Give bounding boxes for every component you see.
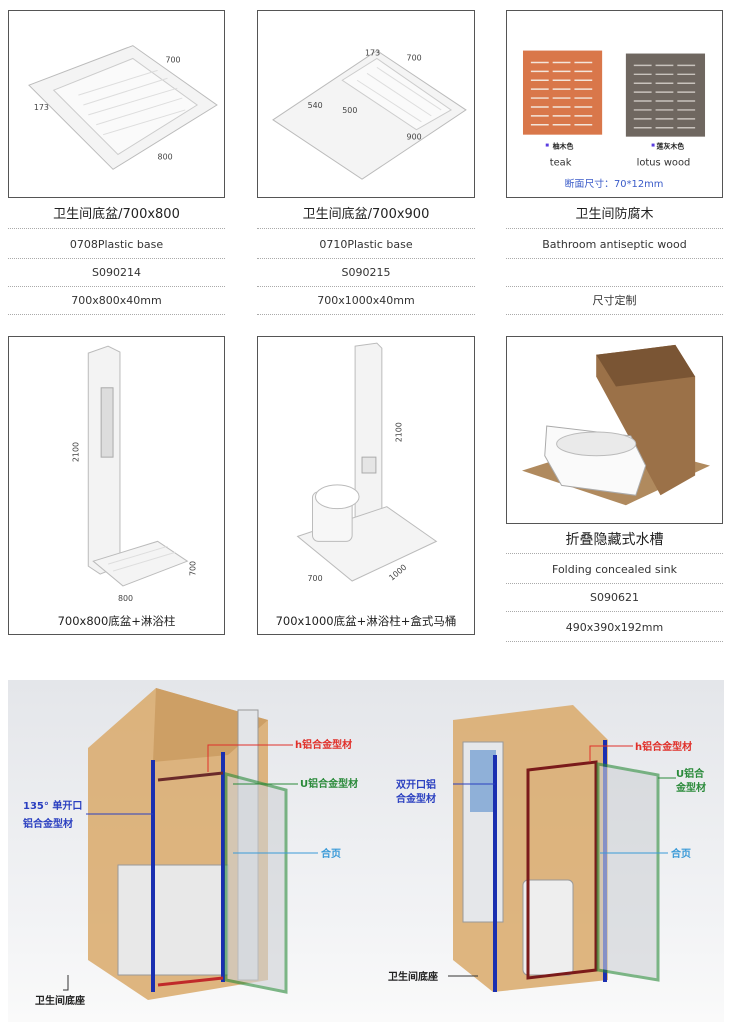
product-caption: 700x800底盆+淋浴柱 xyxy=(57,614,176,628)
hinge-label: 合页 xyxy=(320,847,341,860)
dim-label: 900 xyxy=(407,133,422,142)
swatch-cn-label: 莲灰木色 xyxy=(657,142,685,151)
u-profile-label: U铝合 xyxy=(676,767,705,780)
teak-swatch xyxy=(522,50,603,135)
dim-label: 2100 xyxy=(71,442,80,462)
dim-label: 1000 xyxy=(387,563,408,583)
dim-label: 800 xyxy=(118,594,133,603)
product-image-antiseptic-wood: 柚木色 莲灰木色 teak lotus wood 断面尺寸：70*12mm xyxy=(506,10,723,198)
product-size: 700x800x40mm xyxy=(8,287,225,315)
product-code: S090214 xyxy=(8,259,225,287)
product-image-folding-sink xyxy=(506,336,723,524)
u-profile-label: 金型材 xyxy=(675,781,706,794)
product-card-shower-column-700x800: 2100 700 800 700x800底盆+淋浴柱 xyxy=(8,336,225,635)
u-profile-label: U铝合金型材 xyxy=(300,777,358,790)
single-opening-label: 135° 单开口 xyxy=(23,799,82,812)
product-size: 尺寸定制 xyxy=(506,287,723,315)
h-profile-label: h铝合金型材 xyxy=(295,738,352,751)
product-code: S090621 xyxy=(506,584,723,612)
dim-label: 800 xyxy=(158,152,173,161)
cabin-structure-diagrams: h铝合金型材 U铝合金型材 135° 单开口 铝合金型材 合页 卫生间底座 h铝… xyxy=(8,680,724,1022)
swatch-cn-label: 柚木色 xyxy=(553,142,574,151)
product-name-en: 0710Plastic base xyxy=(257,231,475,259)
double-opening-label: 双开口铝 xyxy=(396,778,436,791)
product-code xyxy=(506,259,723,287)
swatch-en-label: teak xyxy=(550,157,572,168)
product-card-shower-toilet-700x1000: 2100 700 1000 700x1000底盆+淋浴柱+盒式马桶 xyxy=(257,336,475,635)
section-size: 断面尺寸：70*12mm xyxy=(565,177,664,190)
base-label: 卫生间底座 xyxy=(35,994,85,1007)
product-title: 卫生间底盆/700x800 xyxy=(8,201,225,229)
single-opening-cabin: h铝合金型材 U铝合金型材 135° 单开口 铝合金型材 合页 卫生间底座 xyxy=(23,688,358,1007)
dim-label: 700 xyxy=(407,53,422,62)
single-opening-label: 铝合金型材 xyxy=(23,817,73,830)
dim-label: 540 xyxy=(308,101,323,110)
product-title: 卫生间底盆/700x900 xyxy=(257,201,475,229)
lotus-wood-swatch xyxy=(625,53,706,137)
product-caption: 700x1000底盆+淋浴柱+盒式马桶 xyxy=(275,614,457,628)
dim-label: 173 xyxy=(34,103,49,112)
product-name-en: Folding concealed sink xyxy=(506,556,723,584)
swatch-en-label: lotus wood xyxy=(637,157,691,168)
product-code: S090215 xyxy=(257,259,475,287)
h-profile-label: h铝合金型材 xyxy=(635,740,692,753)
hinge-label: 合页 xyxy=(670,847,691,860)
dim-label: 2100 xyxy=(395,422,404,442)
product-title: 折叠隐藏式水槽 xyxy=(506,526,723,554)
product-size: 700x1000x40mm xyxy=(257,287,475,315)
dim-label: 500 xyxy=(342,106,357,115)
product-size: 490x390x192mm xyxy=(506,614,723,642)
double-opening-label: 合金型材 xyxy=(395,792,436,805)
double-opening-cabin: h铝合金型材 U铝合 金型材 双开口铝 合金型材 合页 卫生间底座 xyxy=(388,705,706,992)
dim-label: 700 xyxy=(308,574,323,583)
product-title: 卫生间防腐木 xyxy=(506,201,723,229)
base-label: 卫生间底座 xyxy=(388,970,438,983)
dim-label: 173 xyxy=(365,49,380,58)
dim-label: 700 xyxy=(188,561,197,576)
product-name-en: Bathroom antiseptic wood xyxy=(506,231,723,259)
product-image-base-700x800: 700 800 173 xyxy=(8,10,225,198)
product-name-en: 0708Plastic base xyxy=(8,231,225,259)
product-image-base-700x900: 700 173 540 500 900 xyxy=(257,10,475,198)
dim-label: 700 xyxy=(165,55,180,64)
